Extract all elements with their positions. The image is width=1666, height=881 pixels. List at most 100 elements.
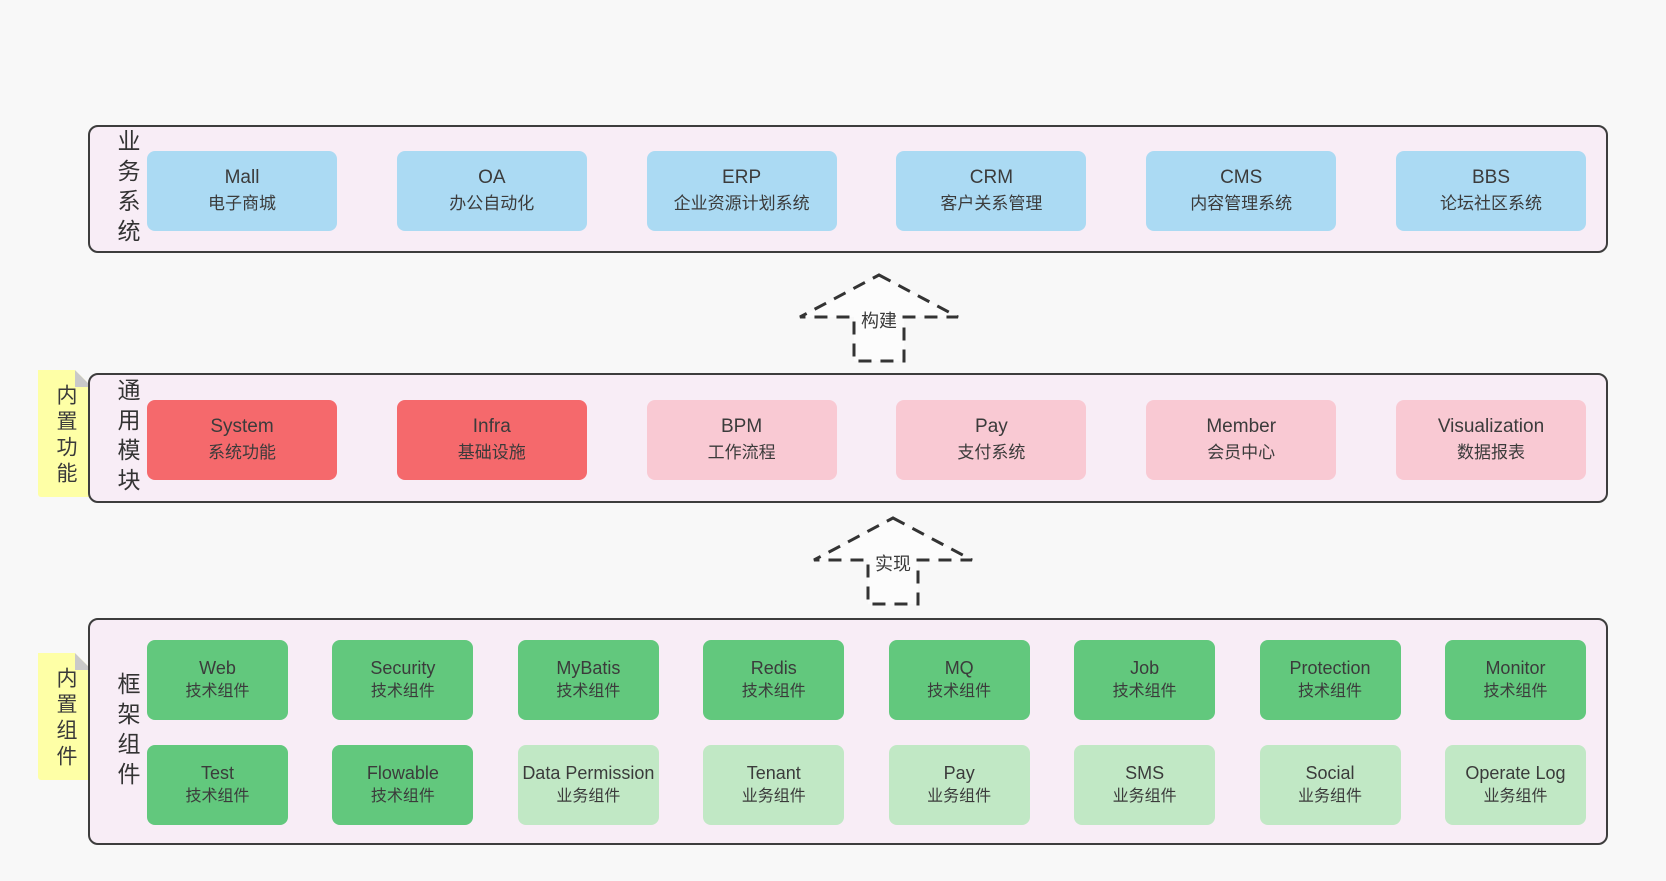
box-subtitle: 技术组件 — [370, 788, 435, 805]
component-box: Protection 技术组件 — [1259, 640, 1401, 720]
business-system-box: ERP 企业资源计划系统 — [646, 151, 837, 231]
box-subtitle: 论坛社区系统 — [1439, 194, 1542, 213]
component-box: SMS 业务组件 — [1074, 745, 1216, 825]
component-box: Flowable 技术组件 — [332, 745, 474, 825]
box-title: Redis — [750, 658, 797, 678]
box-subtitle: 业务组件 — [1483, 788, 1548, 805]
box-subtitle: 业务组件 — [1112, 788, 1177, 805]
component-box: Job 技术组件 — [1074, 640, 1216, 720]
module-box: Pay 支付系统 — [896, 400, 1087, 480]
box-title: OA — [478, 167, 506, 188]
build-arrow: 构建 — [794, 273, 964, 365]
component-box: MyBatis 技术组件 — [517, 640, 659, 720]
module-box: Member 会员中心 — [1146, 400, 1337, 480]
box-subtitle: 系统功能 — [208, 443, 276, 462]
box-title: Monitor — [1485, 658, 1546, 678]
component-box: Pay 业务组件 — [888, 745, 1030, 825]
framework-row-2: Test 技术组件 Flowable 技术组件 Data Permission … — [147, 745, 1586, 825]
implement-arrow: 实现 — [808, 516, 978, 608]
box-title: Member — [1206, 416, 1277, 437]
framework-row-1: Web 技术组件 Security 技术组件 MyBatis 技术组件 Redi… — [147, 640, 1586, 720]
implement-arrow-label: 实现 — [872, 550, 914, 576]
box-subtitle: 技术组件 — [185, 683, 250, 700]
box-subtitle: 技术组件 — [185, 788, 250, 805]
sticky-note-builtin-components: 内置组件 — [38, 653, 92, 780]
box-title: Test — [200, 763, 234, 783]
box-title: Pay — [943, 763, 975, 783]
box-title: Visualization — [1437, 416, 1545, 437]
box-subtitle: 业务组件 — [741, 788, 806, 805]
box-title: BBS — [1471, 167, 1510, 188]
modules-boxes-row: System 系统功能 Infra 基础设施 BPM 工作流程 Pay 支付系统 — [147, 400, 1586, 480]
sticky-note-text: 内置功能 — [54, 384, 77, 489]
box-title: Web — [199, 658, 236, 678]
component-box: Operate Log 业务组件 — [1444, 745, 1586, 825]
component-box: Web 技术组件 — [147, 640, 288, 720]
box-title: Security — [370, 658, 436, 678]
module-box: BPM 工作流程 — [646, 400, 837, 480]
component-box: Redis 技术组件 — [703, 640, 845, 720]
box-subtitle: 企业资源计划系统 — [673, 194, 810, 213]
box-subtitle: 技术组件 — [1483, 683, 1548, 700]
module-box: Visualization 数据报表 — [1395, 400, 1586, 480]
box-title: MyBatis — [556, 658, 621, 678]
box-subtitle: 数据报表 — [1456, 443, 1525, 462]
box-title: SMS — [1125, 763, 1165, 783]
business-system-box: CMS 内容管理系统 — [1146, 151, 1337, 231]
component-box: Security 技术组件 — [332, 640, 474, 720]
component-box: Social 业务组件 — [1259, 745, 1401, 825]
module-box: System 系统功能 — [147, 400, 337, 480]
box-subtitle: 基础设施 — [457, 443, 526, 462]
box-title: CMS — [1220, 167, 1263, 188]
component-box: Data Permission 业务组件 — [517, 745, 659, 825]
box-title: Social — [1305, 763, 1355, 783]
box-subtitle: 技术组件 — [927, 683, 992, 700]
component-box: Monitor 技术组件 — [1444, 640, 1586, 720]
box-subtitle: 支付系统 — [957, 443, 1026, 462]
component-box: MQ 技术组件 — [888, 640, 1030, 720]
sticky-note-builtin-features: 内置功能 — [38, 370, 92, 497]
box-subtitle: 会员中心 — [1207, 443, 1276, 462]
box-title: Job — [1130, 658, 1160, 678]
component-box: Test 技术组件 — [147, 745, 288, 825]
box-subtitle: 电子商城 — [208, 194, 276, 213]
business-system-box: OA 办公自动化 — [396, 151, 587, 231]
box-title: Flowable — [366, 763, 439, 783]
business-system-box: CRM 客户关系管理 — [896, 151, 1087, 231]
box-subtitle: 工作流程 — [707, 443, 776, 462]
box-title: Infra — [472, 416, 511, 437]
sticky-note-text: 内置组件 — [54, 667, 77, 772]
box-title: Data Permission — [522, 763, 655, 783]
box-title: CRM — [969, 167, 1014, 188]
box-subtitle: 技术组件 — [1298, 683, 1363, 700]
box-title: BPM — [721, 416, 763, 437]
box-subtitle: 业务组件 — [556, 788, 621, 805]
box-subtitle: 技术组件 — [1112, 683, 1177, 700]
framework-components-layer: 框架组件 Web 技术组件 Security 技术组件 MyBatis 技术组件 — [88, 618, 1608, 845]
business-system-box: Mall 电子商城 — [147, 151, 337, 231]
build-arrow-label: 构建 — [858, 307, 900, 333]
layer-title-business: 业务系统 — [114, 129, 140, 249]
box-title: Pay — [975, 416, 1008, 437]
box-title: Operate Log — [1465, 763, 1566, 783]
box-title: System — [210, 416, 274, 437]
layer-title-modules: 通用模块 — [114, 378, 140, 498]
box-title: Mall — [224, 167, 260, 188]
business-system-box: BBS 论坛社区系统 — [1395, 151, 1586, 231]
common-modules-layer: 通用模块 System 系统功能 Infra 基础设施 BPM 工作流程 — [88, 373, 1608, 503]
component-box: Tenant 业务组件 — [703, 745, 845, 825]
box-subtitle: 客户关系管理 — [940, 194, 1043, 213]
box-title: MQ — [944, 658, 974, 678]
business-systems-layer: 业务系统 Mall 电子商城 OA 办公自动化 ERP 企业资源计划系统 — [88, 125, 1608, 253]
box-subtitle: 内容管理系统 — [1190, 194, 1293, 213]
box-subtitle: 技术组件 — [741, 683, 806, 700]
box-title: Protection — [1289, 658, 1371, 678]
box-subtitle: 技术组件 — [556, 683, 621, 700]
box-title: ERP — [722, 167, 762, 188]
box-subtitle: 办公自动化 — [449, 194, 535, 213]
box-subtitle: 技术组件 — [370, 683, 435, 700]
box-title: Tenant — [746, 763, 801, 783]
layer-title-framework: 框架组件 — [114, 671, 140, 792]
module-box: Infra 基础设施 — [396, 400, 587, 480]
